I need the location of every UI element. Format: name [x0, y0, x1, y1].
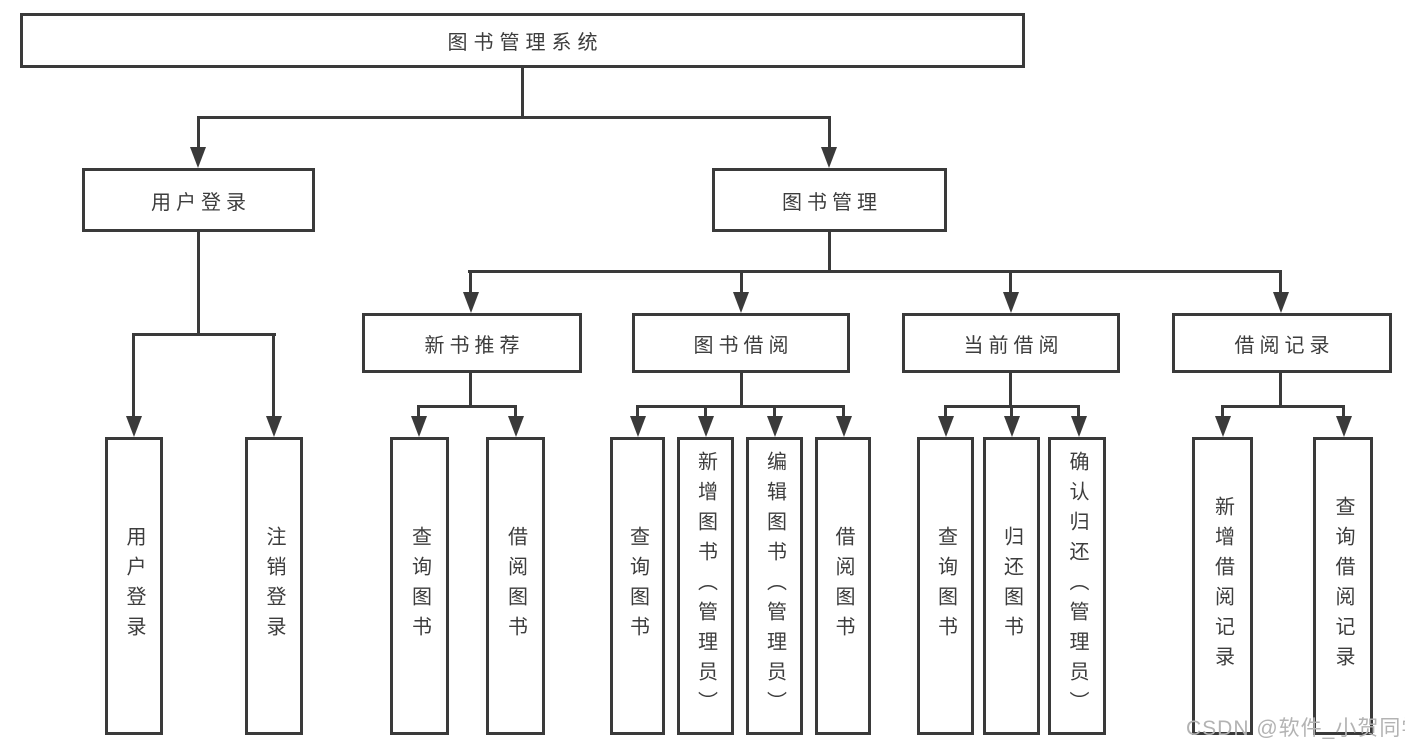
node-borrow-records-label: 借阅记录	[1234, 334, 1335, 357]
connector-to-leaf-add-book	[704, 405, 707, 418]
arrowhead-leaf-query-book-borrow	[630, 416, 646, 437]
leaf-query-book-borrow: 查询图书	[610, 437, 665, 735]
leaf-add-book-admin-label: 新增图书（管理员）	[694, 451, 717, 721]
arrowhead-leaf-edit-book	[767, 416, 783, 437]
arrowhead-leaf-return-book	[1004, 416, 1020, 437]
leaf-query-book-borrow-label: 查询图书	[626, 526, 649, 646]
arrowhead-borrow-records	[1273, 292, 1289, 313]
connector-to-leaf-user-login	[132, 333, 135, 417]
leaf-user-login: 用户登录	[105, 437, 163, 735]
connector-to-leaf-add-borrow-record	[1221, 405, 1224, 418]
leaf-query-book-rec: 查询图书	[390, 437, 449, 735]
connector-root-trunk	[521, 66, 524, 119]
node-current-borrow: 当前借阅	[902, 313, 1120, 373]
node-book-mgmt-label: 图书管理	[782, 191, 882, 214]
arrowhead-leaf-add-book	[698, 416, 714, 437]
connector-borrow-records-rail	[1221, 405, 1345, 408]
leaf-borrow-book-borrow: 借阅图书	[815, 437, 871, 735]
connector-book-borrow-trunk	[740, 371, 743, 407]
leaf-query-book-current-label: 查询图书	[934, 526, 957, 646]
connector-to-leaf-edit-book	[773, 405, 776, 418]
connector-current-borrow-trunk	[1009, 371, 1012, 407]
connector-to-user-login	[197, 116, 200, 149]
arrowhead-leaf-borrow-book-rec	[508, 416, 524, 437]
connector-to-leaf-query-book-rec	[417, 405, 420, 418]
connector-to-leaf-return-book	[1010, 405, 1013, 418]
connector-to-current-borrow	[1009, 270, 1012, 293]
arrowhead-leaf-logout	[266, 416, 282, 437]
connector-user-login-rail	[132, 333, 276, 336]
connector-to-leaf-query-borrow-record	[1342, 405, 1345, 418]
connector-to-leaf-query-book-current	[944, 405, 947, 418]
connector-to-leaf-borrow-book-rec	[514, 405, 517, 418]
leaf-borrow-book-borrow-label: 借阅图书	[832, 526, 854, 646]
connector-user-login-trunk	[197, 231, 200, 336]
connector-book-borrow-rail	[636, 405, 845, 408]
arrowhead-leaf-query-borrow-record	[1336, 416, 1352, 437]
leaf-query-book-rec-label: 查询图书	[408, 526, 431, 646]
arrowhead-new-book-rec	[463, 292, 479, 313]
connector-to-leaf-borrow-book-borrow	[842, 405, 845, 418]
node-root-label: 图书管理系统	[447, 32, 604, 54]
node-borrow-records: 借阅记录	[1172, 313, 1392, 373]
arrowhead-book-borrow	[733, 292, 749, 313]
arrowhead-leaf-add-borrow-record	[1215, 416, 1231, 437]
leaf-add-book-admin: 新增图书（管理员）	[677, 437, 734, 735]
leaf-return-book-label: 归还图书	[1000, 526, 1023, 646]
arrowhead-leaf-borrow-book-borrow	[836, 416, 852, 437]
connector-to-leaf-logout	[272, 333, 275, 417]
leaf-edit-book-admin-label: 编辑图书（管理员）	[763, 451, 786, 721]
node-root: 图书管理系统	[20, 13, 1025, 68]
leaf-confirm-return-admin-label: 确认归还（管理员）	[1066, 451, 1088, 721]
node-new-book-rec-label: 新书推荐	[424, 334, 525, 357]
connector-to-leaf-confirm-return	[1077, 405, 1080, 418]
connector-new-book-rec-trunk	[469, 371, 472, 407]
leaf-borrow-book-rec-label: 借阅图书	[504, 526, 527, 646]
connector-level2-rail	[197, 116, 831, 119]
arrowhead-leaf-user-login	[126, 416, 142, 437]
arrowhead-book-mgmt	[821, 147, 837, 168]
connector-level3-rail	[468, 270, 1282, 273]
leaf-add-borrow-record: 新增借阅记录	[1192, 437, 1253, 735]
connector-to-borrow-records	[1279, 270, 1282, 293]
csdn-watermark: CSDN @软件_小贺同学	[1186, 717, 1405, 740]
leaf-query-borrow-record: 查询借阅记录	[1313, 437, 1373, 735]
connector-to-book-borrow	[740, 270, 743, 293]
leaf-confirm-return-admin: 确认归还（管理员）	[1048, 437, 1106, 735]
leaf-logout: 注销登录	[245, 437, 303, 735]
leaf-return-book: 归还图书	[983, 437, 1040, 735]
node-user-login: 用户登录	[82, 168, 315, 232]
connector-borrow-records-trunk	[1279, 371, 1282, 407]
node-book-mgmt: 图书管理	[712, 168, 947, 232]
leaf-borrow-book-rec: 借阅图书	[486, 437, 545, 735]
node-new-book-rec: 新书推荐	[362, 313, 582, 373]
arrowhead-user-login	[190, 147, 206, 168]
leaf-logout-label: 注销登录	[263, 526, 285, 646]
leaf-edit-book-admin: 编辑图书（管理员）	[746, 437, 803, 735]
node-book-borrow: 图书借阅	[632, 313, 850, 373]
node-current-borrow-label: 当前借阅	[963, 334, 1064, 357]
connector-new-book-rec-rail	[417, 405, 517, 408]
leaf-query-book-current: 查询图书	[917, 437, 974, 735]
leaf-user-login-label: 用户登录	[123, 526, 145, 646]
arrowhead-leaf-query-book-current	[938, 416, 954, 437]
leaf-query-borrow-record-label: 查询借阅记录	[1332, 496, 1354, 676]
arrowhead-leaf-query-book-rec	[411, 416, 427, 437]
arrowhead-current-borrow	[1003, 292, 1019, 313]
connector-to-leaf-query-book-borrow	[636, 405, 639, 418]
leaf-add-borrow-record-label: 新增借阅记录	[1211, 496, 1234, 676]
node-book-borrow-label: 图书借阅	[693, 334, 794, 357]
node-user-login-label: 用户登录	[151, 191, 251, 214]
arrowhead-leaf-confirm-return	[1071, 416, 1087, 437]
connector-book-mgmt-trunk	[828, 231, 831, 273]
connector-to-new-book-rec	[469, 270, 472, 293]
connector-to-book-mgmt	[828, 116, 831, 149]
